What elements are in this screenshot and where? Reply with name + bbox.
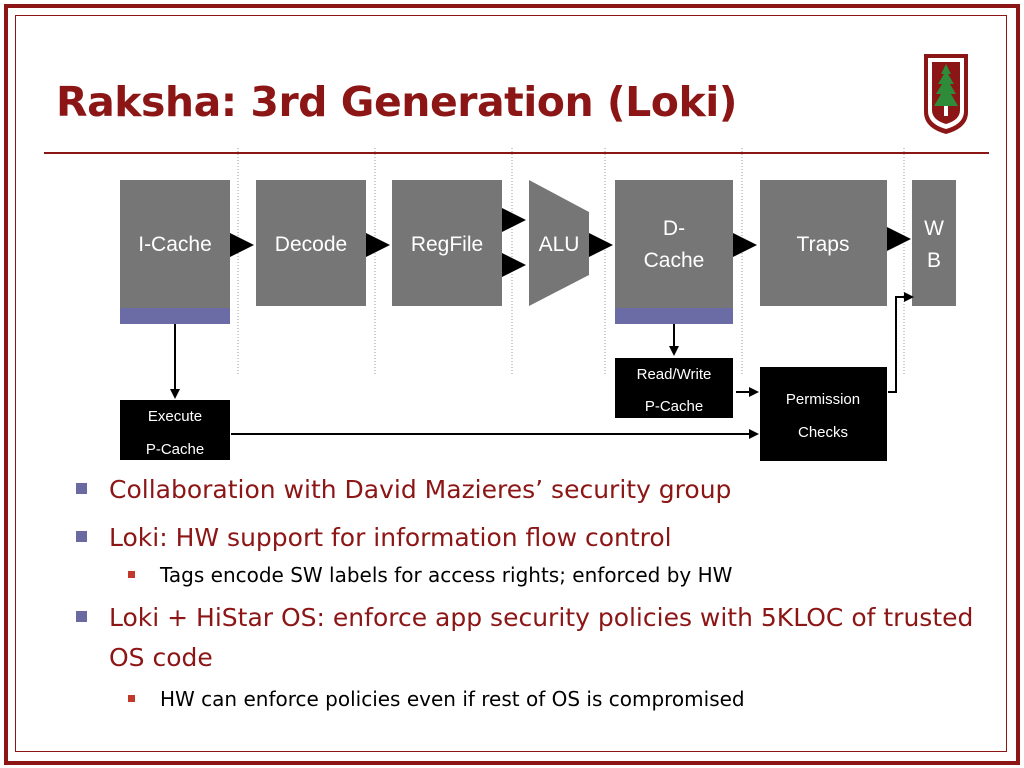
permission-checks-line2: Checks	[798, 424, 848, 441]
decode-stage: Decode	[256, 180, 366, 306]
alu-label: ALU	[539, 233, 580, 256]
traps-stage: Traps	[760, 180, 887, 306]
bullet-item: Collaboration with David Mazieres’ secur…	[76, 470, 976, 510]
decode-label: Decode	[275, 233, 347, 256]
sub-bullet-item: Tags encode SW labels for access rights;…	[76, 558, 976, 592]
wb-label-line2: B	[927, 249, 941, 272]
icache-label: I-Cache	[138, 233, 212, 256]
bullet-item: Loki: HW support for information flow co…	[76, 518, 976, 558]
bullet-list: Collaboration with David Mazieres’ secur…	[76, 470, 976, 722]
stanford-tree-icon	[924, 54, 968, 134]
rw-pcache-line1: Read/Write	[637, 366, 712, 383]
title-divider	[44, 152, 989, 154]
execute-pcache-line2: P-Cache	[146, 441, 204, 458]
rw-pcache-line2: P-Cache	[645, 398, 703, 415]
sub-bullet-item: HW can enforce policies even if rest of …	[76, 682, 976, 716]
pcache-connectors	[170, 292, 914, 439]
stage-separators	[237, 148, 905, 375]
slide-frame	[4, 4, 1020, 765]
dcache-stage: D- Cache	[615, 180, 733, 324]
regfile-label: RegFile	[411, 233, 483, 256]
alu-stage: ALU	[529, 180, 589, 306]
slide-inner-frame	[15, 15, 1007, 752]
permission-checks-line1: Permission	[786, 391, 860, 408]
regfile-stage: RegFile	[392, 180, 502, 306]
wb-stage: W B	[912, 180, 956, 306]
traps-label: Traps	[797, 233, 850, 256]
dcache-label-line1: D-	[663, 217, 685, 240]
dcache-label-line2: Cache	[644, 249, 705, 272]
wb-label-line1: W	[924, 217, 944, 240]
slide-title: Raksha: 3rd Generation (Loki)	[56, 78, 738, 126]
bullet-item: Loki + HiStar OS: enforce app security p…	[76, 598, 976, 678]
rw-pcache-box: Read/Write P-Cache	[615, 358, 733, 418]
execute-pcache-box: Execute P-Cache	[120, 400, 230, 460]
icache-stage: I-Cache	[120, 180, 230, 324]
execute-pcache-line1: Execute	[148, 408, 202, 425]
permission-checks-box: Permission Checks	[760, 367, 887, 461]
pipeline-arrows	[230, 208, 911, 277]
